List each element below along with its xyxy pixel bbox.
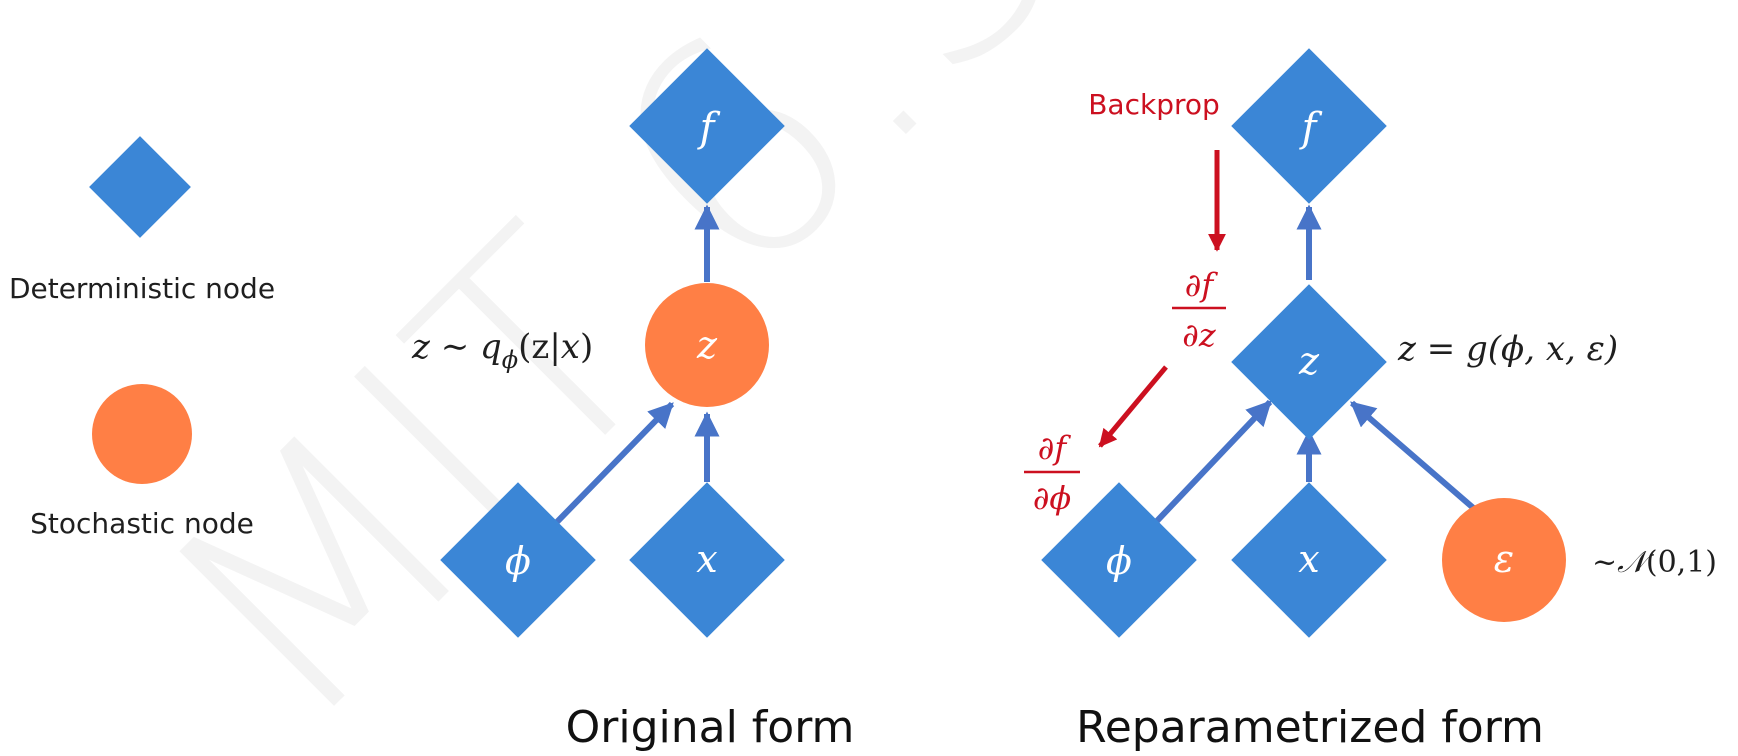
svg-text:x: x	[696, 537, 717, 581]
svg-text:ϕ: ϕ	[505, 539, 531, 583]
node-f-r: f	[1231, 48, 1387, 204]
svg-text:∂f: ∂f	[1038, 429, 1072, 467]
reparam-form: f z ϕ x ε z = g(ϕ, x, ε) ~𝒩(0,1) Backpro	[1024, 48, 1717, 753]
node-phi: ϕ	[440, 482, 596, 638]
svg-text:ε: ε	[1494, 537, 1514, 581]
z-distribution-label: z ∼ qϕ(z|x)	[411, 327, 593, 374]
svg-text:∂z: ∂z	[1182, 316, 1217, 354]
node-z-r: z	[1231, 284, 1387, 440]
svg-text:z: z	[696, 323, 718, 367]
node-epsilon: ε	[1442, 498, 1566, 622]
svg-text:ϕ: ϕ	[1106, 539, 1132, 583]
edge-phi-to-z-r	[1153, 399, 1273, 525]
node-x-r: x	[1231, 482, 1387, 638]
grad-df-dz: ∂f ∂z	[1172, 266, 1226, 354]
legend-stochastic-circle	[92, 384, 192, 484]
reparam-caption: Reparametrized form	[1076, 702, 1544, 753]
node-z: z	[645, 283, 769, 407]
legend-deterministic-diamond	[89, 136, 191, 238]
legend: Deterministic node Stochastic node	[9, 136, 275, 540]
epsilon-distribution-label: ~𝒩(0,1)	[1592, 545, 1717, 580]
node-x: x	[629, 482, 785, 638]
backprop-label: Backprop	[1088, 88, 1220, 121]
node-phi-r: ϕ	[1041, 482, 1197, 638]
z-equation-label: z = g(ϕ, x, ε)	[1397, 329, 1618, 369]
original-form: f z ϕ x z ∼ qϕ(z|x) Original form	[411, 48, 854, 753]
edge-eps-to-z-r	[1350, 400, 1480, 515]
svg-text:z: z	[1298, 339, 1320, 383]
legend-deterministic-label: Deterministic node	[9, 272, 275, 305]
edge-phi-to-z	[552, 401, 675, 527]
grad-arrow-to-phi	[1098, 365, 1168, 448]
svg-text:∂ϕ: ∂ϕ	[1033, 479, 1072, 517]
node-f: f	[629, 48, 785, 204]
legend-stochastic-label: Stochastic node	[30, 507, 254, 540]
svg-text:x: x	[1298, 537, 1319, 581]
grad-df-dphi: ∂f ∂ϕ	[1024, 429, 1080, 517]
original-caption: Original form	[566, 702, 855, 753]
svg-text:∂f: ∂f	[1185, 266, 1219, 304]
